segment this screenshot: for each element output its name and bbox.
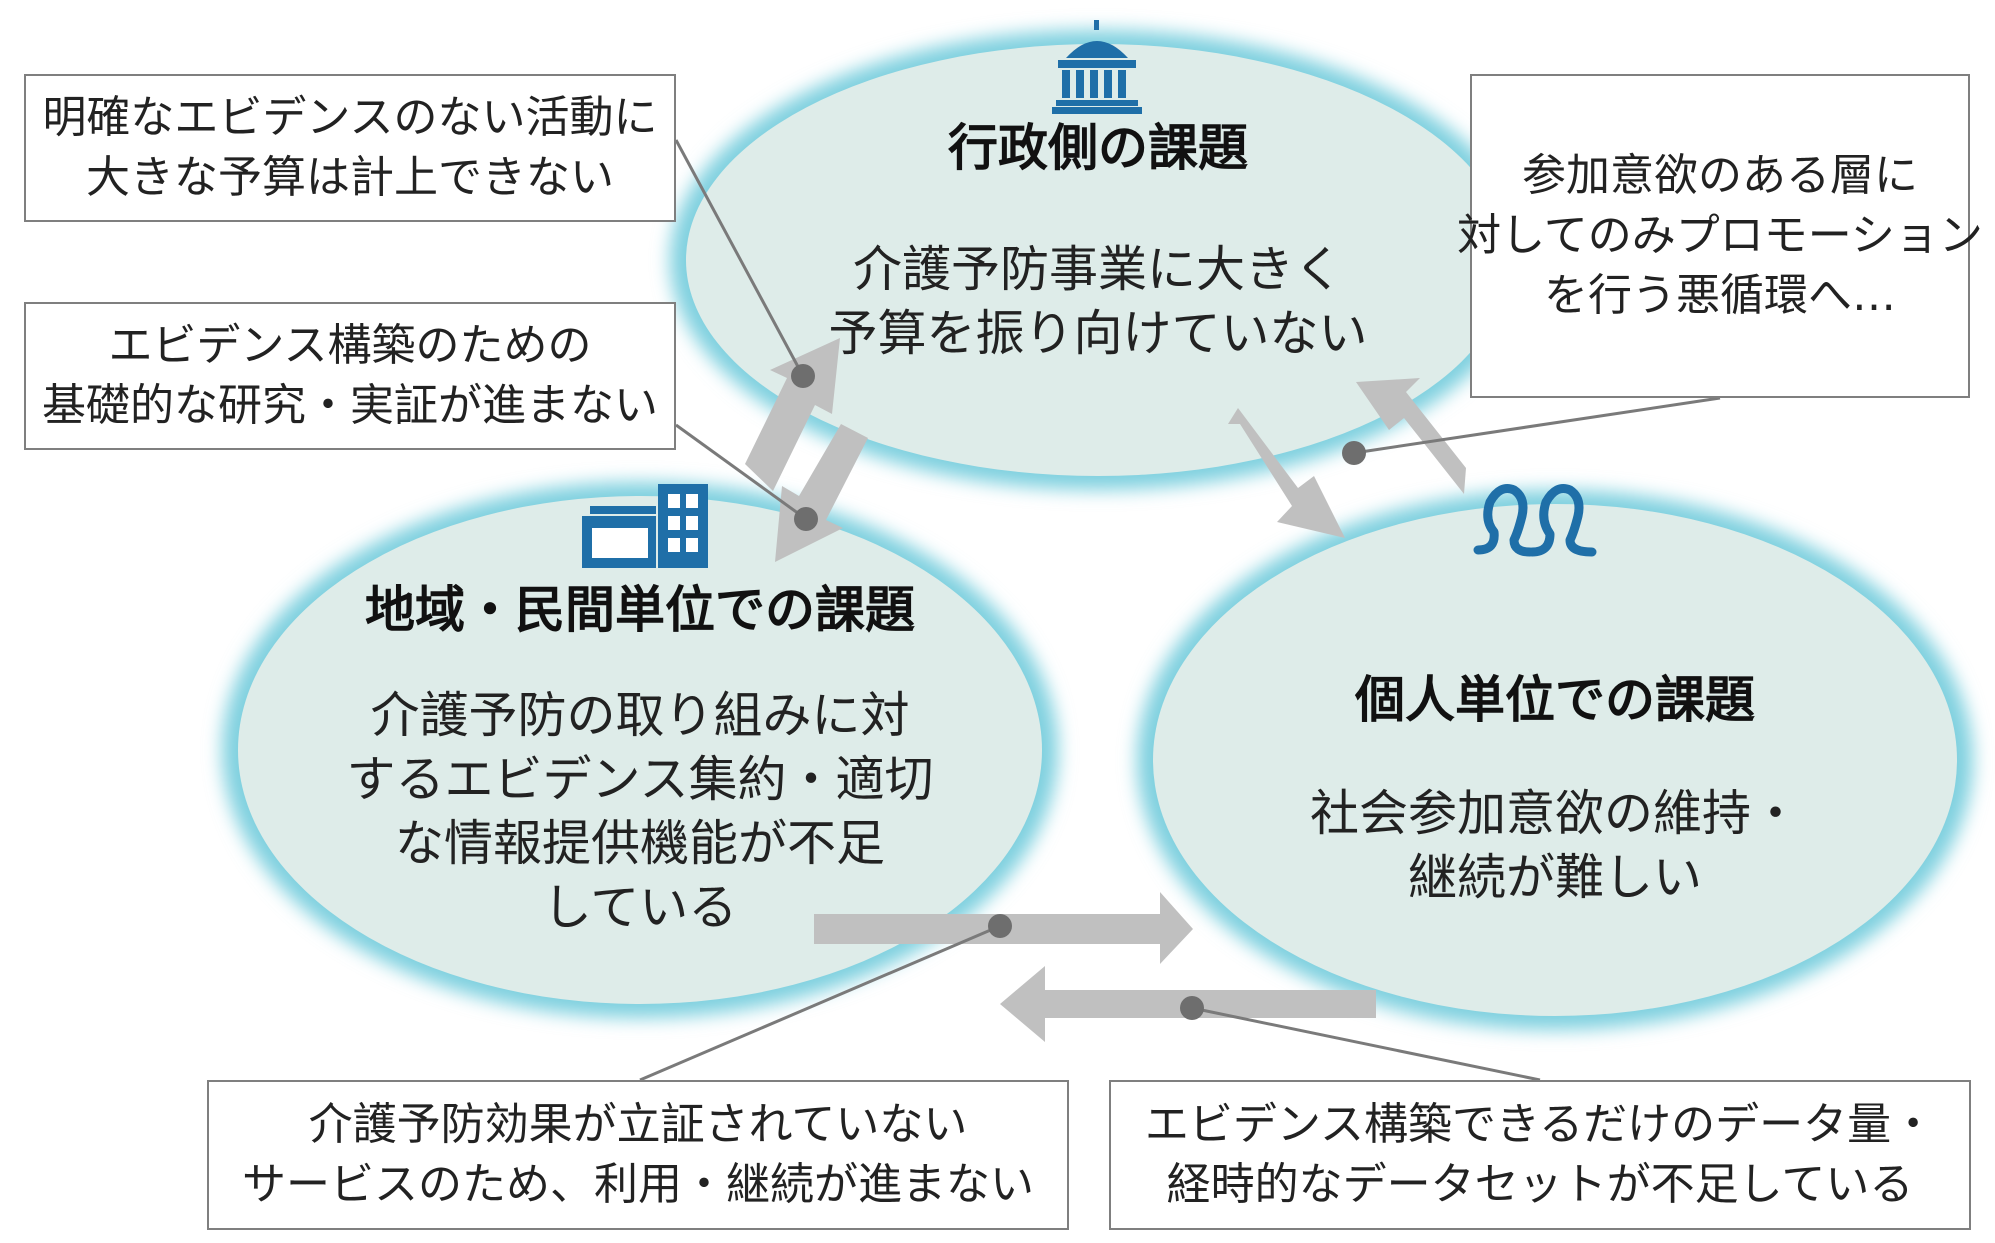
connector-lines xyxy=(639,139,1721,1082)
office-building-icon xyxy=(582,484,708,568)
description-line: するエビデンス集約・適切 xyxy=(346,751,934,808)
government-building-icon xyxy=(1052,20,1142,114)
connector-dot xyxy=(1180,996,1204,1020)
callout-line: 経時的なデータセットが不足している xyxy=(1166,1159,1914,1210)
arrow-community-to-government xyxy=(745,338,840,491)
callout-line: を行う悪循環へ… xyxy=(1544,270,1896,321)
government-group: 行政側の課題 介護予防事業に大きく 予算を振り向けていない xyxy=(798,118,1398,366)
description-line: 予算を振り向けていない xyxy=(828,305,1368,362)
description-line: している xyxy=(542,879,738,936)
ellipse-individual xyxy=(1153,504,1957,1016)
callout-line: 基礎的な研究・実証が進まない xyxy=(42,380,658,431)
callout-line: 明確なエビデンスのない活動に xyxy=(42,92,658,143)
connector-mid-left xyxy=(675,423,807,521)
connector-dot xyxy=(1342,441,1366,465)
connector-dot xyxy=(791,364,815,388)
government-title: 行政側の課題 xyxy=(948,119,1248,177)
callout-line: 対してのみプロモーション xyxy=(1457,210,1983,261)
government-description: 介護予防事業に大きく 予算を振り向けていない xyxy=(798,238,1398,366)
community-description: 介護予防の取り組みに対 するエビデンス集約・適切 な情報提供機能が不足 している xyxy=(340,684,940,940)
connector-bottom-right xyxy=(1191,1006,1541,1082)
description-line: 社会参加意欲の維持・ xyxy=(1309,785,1800,842)
connector-top-right xyxy=(1353,396,1721,455)
connector-dots xyxy=(791,364,1366,1020)
connector-dot xyxy=(794,507,818,531)
individual-title: 個人単位での課題 xyxy=(1355,671,1755,729)
callout-top-left: 明確なエビデンスのない活動に 大きな予算は計上できない xyxy=(24,74,676,222)
callout-line: 大きな予算は計上できない xyxy=(86,152,614,203)
description-line: 継続が難しい xyxy=(1407,849,1702,906)
callout-top-right: 参加意欲のある層に 対してのみプロモーション を行う悪循環へ… xyxy=(1457,74,1983,398)
connector-bottom-left xyxy=(639,924,1001,1082)
connector-dot xyxy=(988,914,1012,938)
ellipse-community xyxy=(238,496,1042,1004)
callout-bottom-left: 介護予防効果が立証されていない サービスのため、利用・継続が進まない xyxy=(207,1080,1069,1230)
arrow-government-to-individual xyxy=(1228,408,1345,538)
people-icon xyxy=(1473,484,1597,557)
callout-line: エビデンス構築できるだけのデータ量・ xyxy=(1144,1099,1936,1150)
callout-mid-left: エビデンス構築のための 基礎的な研究・実証が進まない xyxy=(24,302,676,450)
description-line: 介護予防事業に大きく xyxy=(852,241,1343,298)
callout-line: 介護予防効果が立証されていない xyxy=(308,1099,968,1150)
description-line: 介護予防の取り組みに対 xyxy=(370,687,910,744)
community-group: 地域・民間単位での課題 介護予防の取り組みに対 するエビデンス集約・適切 な情報… xyxy=(340,580,940,940)
arrow-individual-to-government xyxy=(1356,378,1466,494)
individual-group: 個人単位での課題 社会参加意欲の維持・ 継続が難しい xyxy=(1255,670,1855,910)
callout-bottom-right: エビデンス構築できるだけのデータ量・ 経時的なデータセットが不足している xyxy=(1109,1080,1971,1230)
ellipse-government xyxy=(686,44,1510,476)
callout-line: サービスのため、利用・継続が進まない xyxy=(242,1159,1034,1210)
connector-top-left xyxy=(674,139,805,377)
callout-line: 参加意欲のある層に xyxy=(1522,150,1918,201)
individual-description: 社会参加意欲の維持・ 継続が難しい xyxy=(1255,782,1855,910)
description-line: な情報提供機能が不足 xyxy=(394,815,885,872)
community-title: 地域・民間単位での課題 xyxy=(365,581,915,639)
callout-line: エビデンス構築のための xyxy=(108,320,592,371)
